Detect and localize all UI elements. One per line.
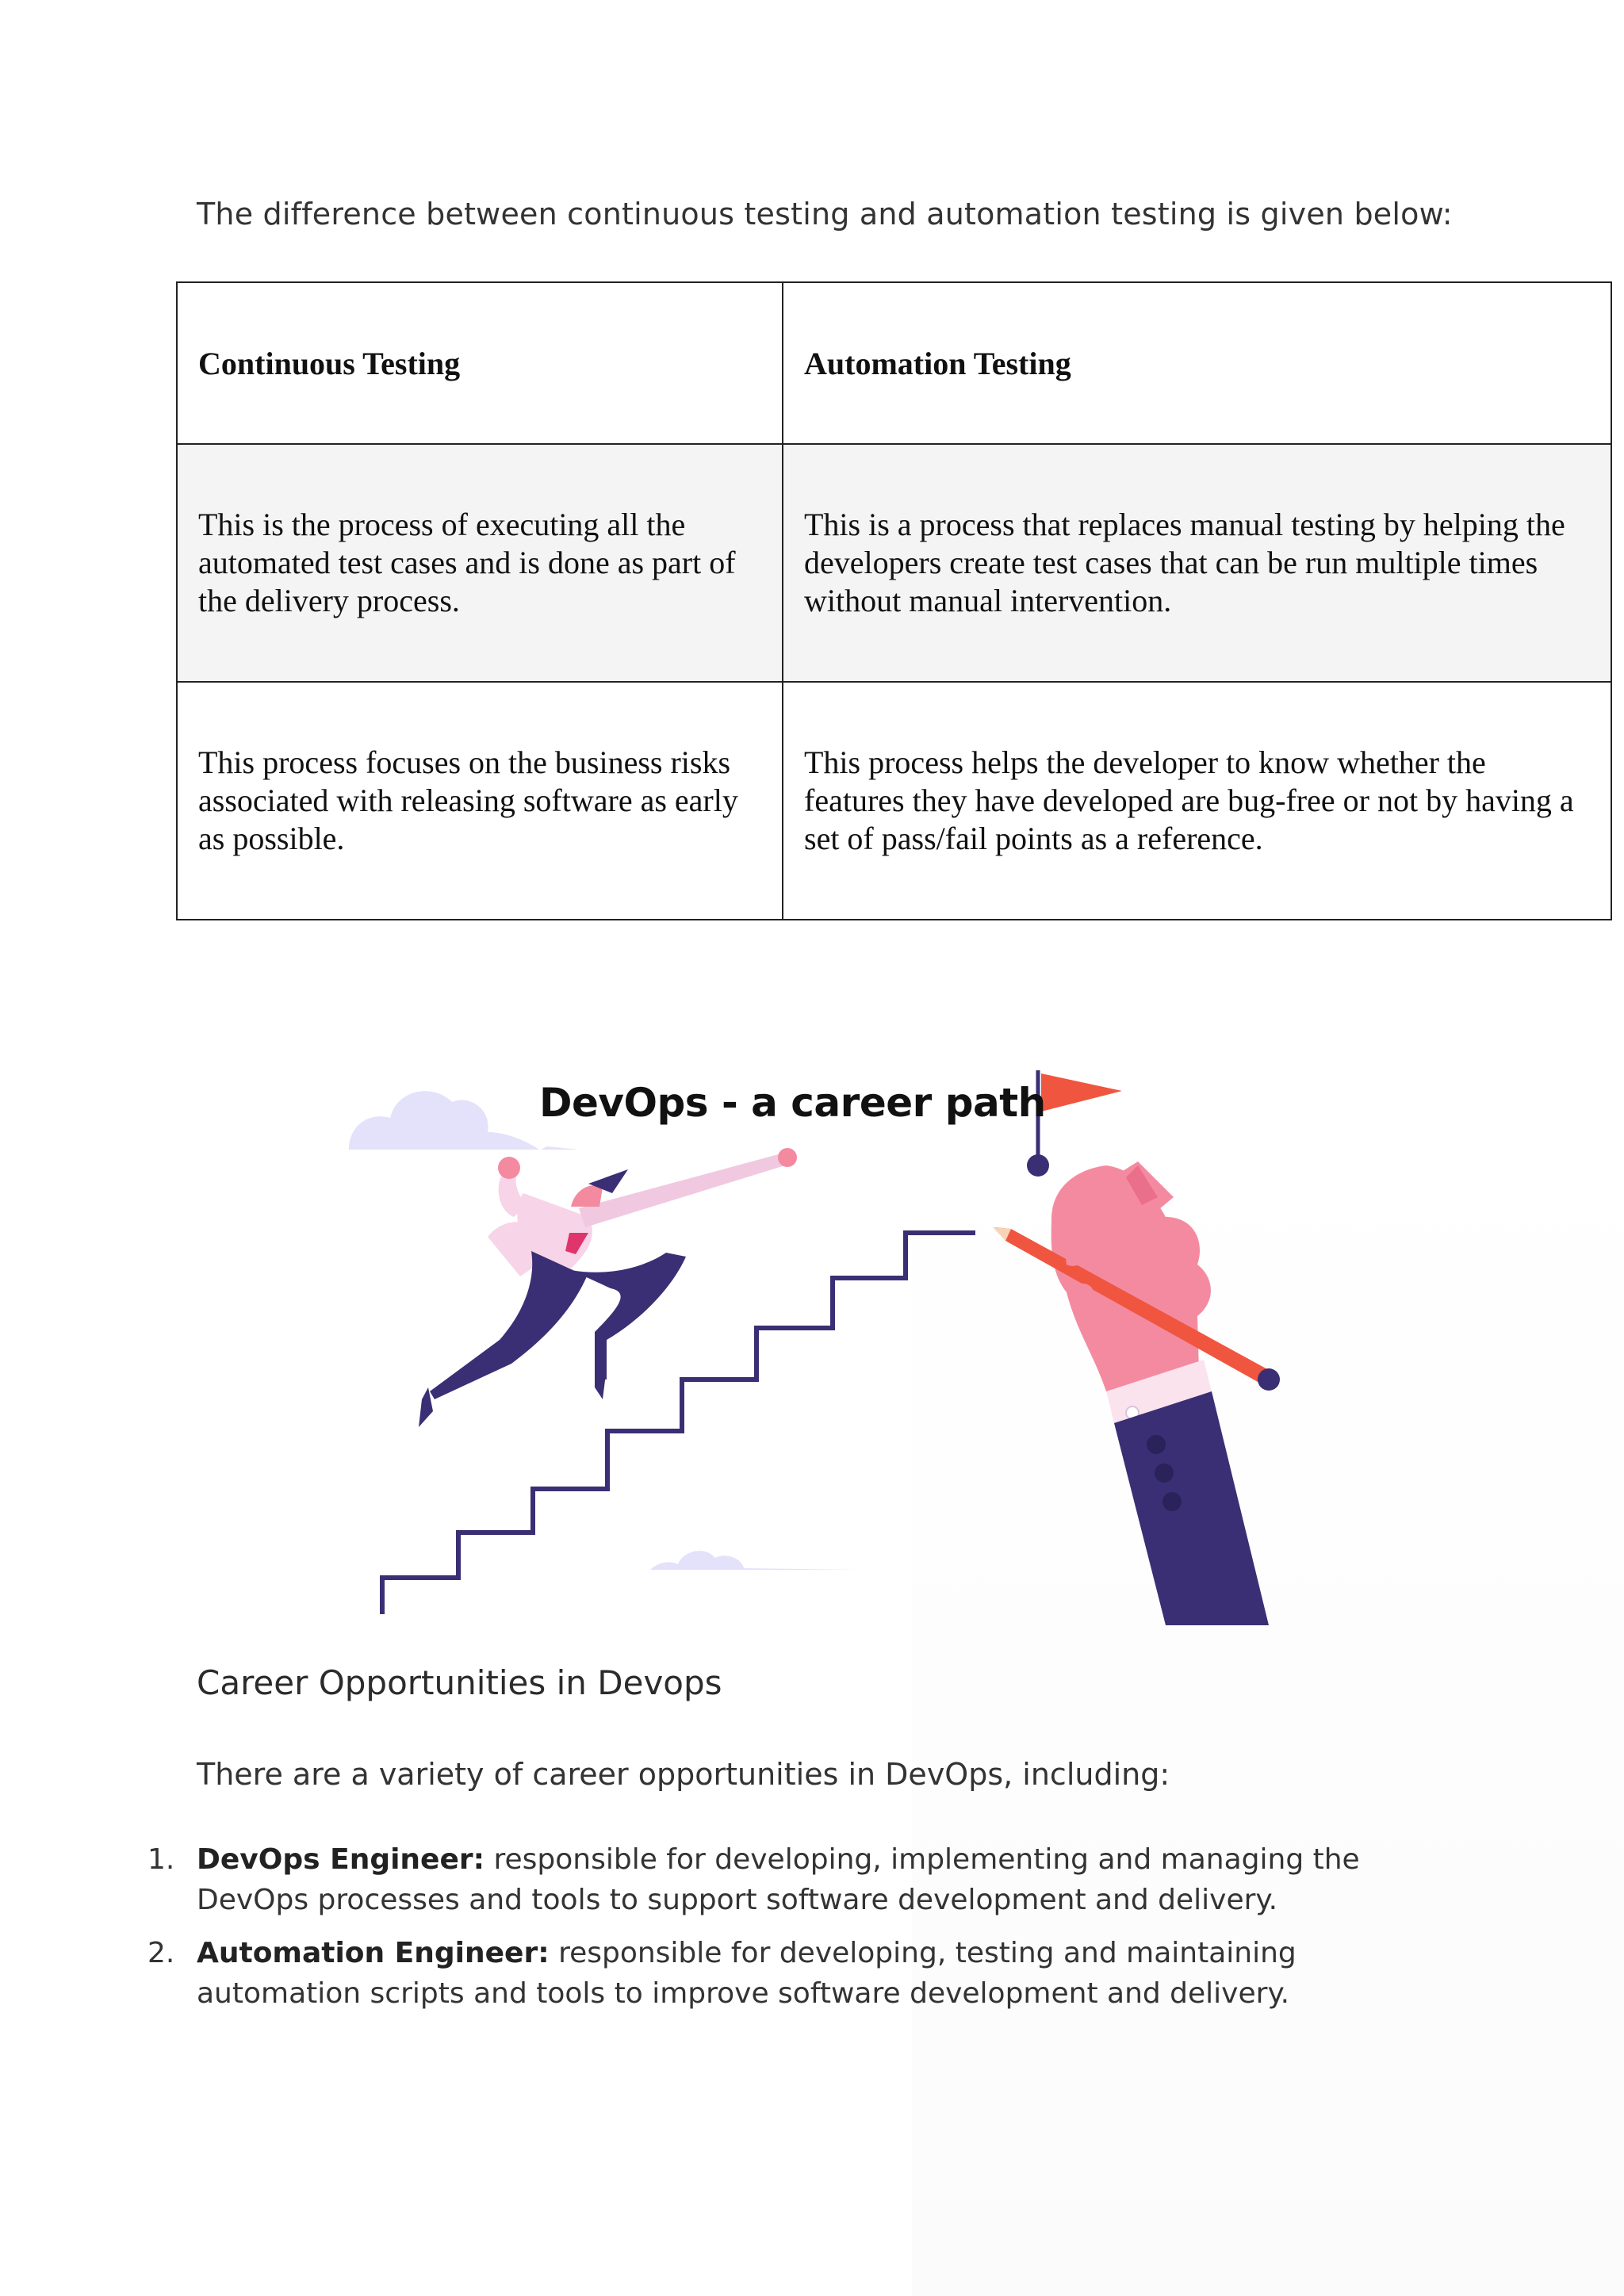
flag-icon (1027, 1070, 1122, 1177)
comparison-table: Continuous Testing Automation Testing Th… (176, 281, 1612, 920)
list-item: 1. DevOps Engineer: responsible for deve… (147, 1839, 1448, 1920)
table-cell: This process helps the developer to know… (782, 681, 1612, 920)
list-term: Automation Engineer: (197, 1937, 550, 1969)
cloud-icon (349, 1091, 579, 1150)
career-list: 1. DevOps Engineer: responsible for deve… (147, 1839, 1448, 2026)
header-automation-testing: Automation Testing (782, 281, 1612, 445)
career-path-illustration (349, 1070, 1280, 1625)
section-lead: There are a variety of career opportunit… (197, 1757, 1170, 1792)
list-item: 2. Automation Engineer: responsible for … (147, 1933, 1448, 2014)
list-desc: responsible for developing, testing and … (197, 1937, 1297, 2010)
small-cloud-icon (650, 1551, 856, 1570)
climbing-man-figure (419, 1148, 797, 1427)
table-cell: This is the process of executing all the… (176, 443, 783, 683)
list-number: 2. (147, 1937, 175, 1969)
hand-with-pencil-figure (993, 1161, 1280, 1625)
header-continuous-testing: Continuous Testing (176, 281, 783, 445)
list-number: 1. (147, 1843, 175, 1876)
table-cell: This process focuses on the business ris… (176, 681, 783, 920)
page-background (912, 1102, 1624, 2296)
list-desc: responsible for developing, implementing… (197, 1843, 1360, 1916)
list-term: DevOps Engineer: (197, 1843, 485, 1876)
section-heading: Career Opportunities in Devops (197, 1663, 722, 1702)
illustration-title: DevOps - a career path (539, 1080, 1046, 1126)
table-header-row: Continuous Testing Automation Testing (176, 281, 1612, 445)
table-cell: This is a process that replaces manual t… (782, 443, 1612, 683)
intro-text: The difference between continuous testin… (197, 197, 1453, 232)
table-row: This is the process of executing all the… (176, 443, 1612, 683)
table-row: This process focuses on the business ris… (176, 681, 1612, 920)
stairs-line (380, 1230, 975, 1614)
